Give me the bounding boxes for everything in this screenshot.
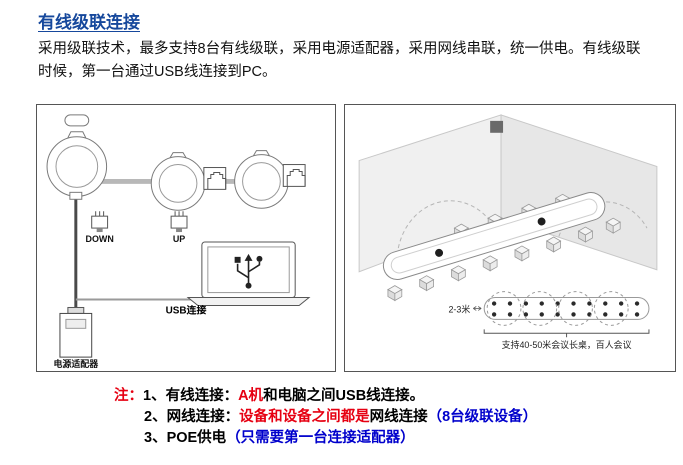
- note1-highlight: A机: [238, 388, 264, 404]
- down-connector-icon: [91, 211, 109, 233]
- length-bracket: [483, 329, 650, 338]
- speakerphone-b-icon: [150, 152, 206, 211]
- speakerphone-a-icon: [46, 114, 108, 200]
- seat-icon: [482, 255, 498, 272]
- intro-line2: 时候，第一台通过USB线连接到PC。: [38, 64, 277, 80]
- wired-cascade-diagram: DOWN UP: [46, 114, 311, 369]
- note2-mid: 网线连接: [369, 409, 428, 425]
- note1-rest: 和电脑之间USB线连接。: [263, 388, 425, 404]
- down-label: DOWN: [86, 234, 114, 244]
- seat-icon: [514, 245, 530, 262]
- pickup-range-circles: [486, 291, 629, 326]
- note-line-3: 3、POE供电（只需要第一台连接适配器）: [144, 428, 537, 449]
- cascaded-device-bar: [382, 192, 606, 281]
- speakerphone-c-icon: [234, 150, 289, 209]
- room-caption: 支持40-50米会议长桌，百人会议: [502, 339, 632, 350]
- power-adapter-label: 电源适配器: [54, 358, 100, 369]
- intro-paragraph: 采用级联技术，最多支持8台有线级联，采用电源适配器，采用网线串联，统一供电。有线…: [38, 38, 641, 84]
- left-diagram-panel: DOWN UP: [36, 104, 336, 372]
- note3-lead: 3、POE供电: [144, 430, 227, 446]
- mic-dot: [537, 217, 546, 226]
- rj45-port-c-icon: [282, 164, 306, 187]
- distance-arrow: [473, 306, 482, 311]
- up-connector-icon: [170, 211, 188, 233]
- seat-icon: [546, 236, 562, 253]
- rj45-port-b-icon: [203, 167, 227, 190]
- conference-room-diagram: 2-3米: [358, 114, 658, 350]
- intro-line1: 采用级联技术，最多支持8台有线级联，采用电源适配器，采用网线串联，统一供电。有线…: [38, 41, 641, 57]
- note2-paren: （8台级联设备）: [427, 409, 538, 425]
- note-line-1: 注：1、有线连接：A机和电脑之间USB线连接。: [114, 386, 537, 407]
- usb-symbol-icon: [234, 253, 263, 289]
- laptop-icon: [186, 241, 311, 306]
- note1-lead: 1、有线连接：: [143, 388, 239, 404]
- pickup-arc-left: [396, 200, 497, 262]
- wall-display-icon: [490, 120, 504, 133]
- seat-icon: [419, 275, 434, 292]
- note-mark: 注：: [114, 388, 143, 404]
- seat-icon: [387, 285, 403, 301]
- mic-dot: [435, 248, 444, 257]
- seat-icon: [451, 265, 466, 282]
- right-wall: [500, 114, 658, 271]
- up-label: UP: [173, 234, 185, 244]
- power-adapter-icon: [59, 306, 93, 358]
- note3-paren: （只需要第一台连接适配器）: [226, 430, 415, 446]
- page-title: 有线级联连接: [38, 13, 140, 32]
- notes-block: 注：1、有线连接：A机和电脑之间USB线连接。 2、网线连接：设备和设备之间都是…: [114, 386, 537, 449]
- note2-highlight: 设备和设备之间都是: [239, 409, 370, 425]
- note2-lead: 2、网线连接：: [144, 409, 240, 425]
- note-line-2: 2、网线连接：设备和设备之间都是网线连接（8台级联设备）: [144, 407, 537, 428]
- top-view-diagram: 2-3米: [448, 291, 650, 350]
- distance-label: 2-3米: [448, 303, 470, 314]
- seat-dots: [491, 301, 640, 317]
- usb-connection-label: USB连接: [166, 303, 207, 316]
- right-diagram-panel: 2-3米: [344, 104, 676, 372]
